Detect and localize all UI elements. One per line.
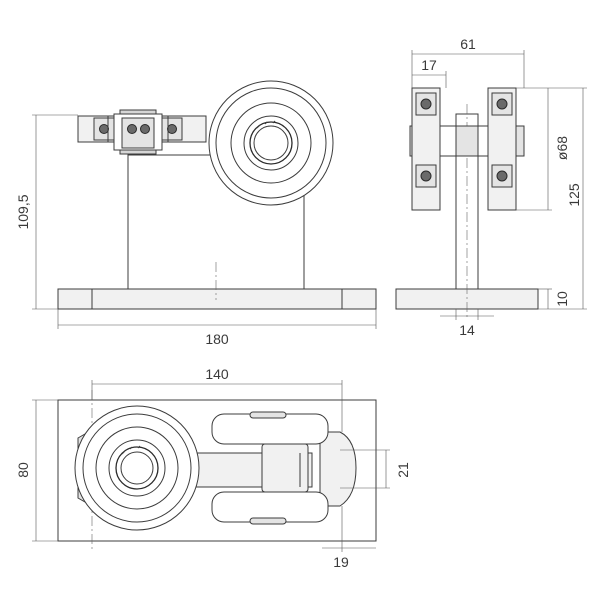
side-wheel-right — [477, 87, 517, 211]
dim-width-plan: 80 — [15, 462, 31, 478]
plan-wheel — [74, 405, 200, 531]
front-view: 109,5 180 — [15, 80, 377, 347]
dim-height-total: 125 — [566, 183, 582, 207]
dim-wheel-diameter: ø68 — [554, 136, 570, 160]
plan-bracket — [211, 411, 357, 525]
dim-slot-width: 21 — [395, 462, 411, 478]
front-bearing-assembly — [77, 109, 207, 155]
dim-post-thickness: 14 — [459, 322, 475, 338]
dim-length-plan: 140 — [205, 366, 229, 382]
front-base-plate — [57, 288, 377, 310]
side-wheel-left — [411, 87, 457, 211]
dim-height-side: 109,5 — [15, 194, 31, 229]
front-wheel — [208, 80, 334, 206]
plan-view: 140 80 21 19 — [15, 366, 411, 570]
dim-bearing-width: 17 — [421, 57, 437, 73]
dim-slot-offset: 19 — [333, 554, 349, 570]
dim-base-thickness: 10 — [554, 291, 570, 307]
dim-width-top: 61 — [460, 36, 476, 52]
dim-width-base: 180 — [205, 331, 229, 347]
side-view: 61 17 ø68 125 10 14 — [395, 36, 587, 338]
